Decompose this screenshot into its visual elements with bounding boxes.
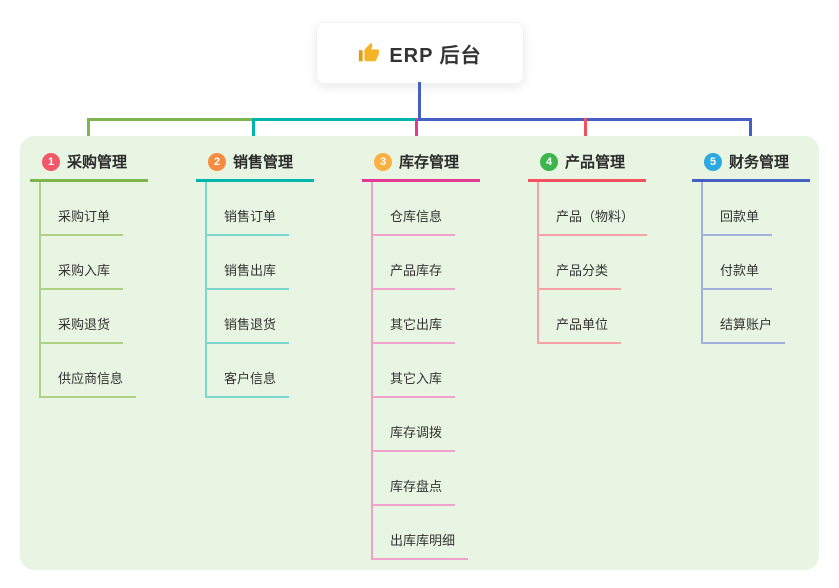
drop-line-product (584, 118, 587, 151)
child-label: 产品库存 (390, 263, 443, 278)
badge-1: 1 (42, 152, 60, 171)
branch-children: 采购订单 采购入库 采购退货 供应商信息 (39, 182, 148, 398)
child-node[interactable]: 库存调拨 (373, 398, 456, 452)
child-label: 采购入库 (58, 263, 111, 278)
child-node[interactable]: 库存盘点 (373, 452, 456, 506)
child-node[interactable]: 产品分类 (539, 236, 622, 290)
child-label: 产品分类 (556, 263, 609, 278)
child-node[interactable]: 采购入库 (41, 236, 124, 290)
branch-product: 4 产品管理 产品（物料） 产品分类 产品单位 (528, 148, 648, 344)
branch-children: 产品（物料） 产品分类 产品单位 (537, 182, 648, 344)
child-label: 产品单位 (556, 317, 609, 332)
child-label: 库存盘点 (390, 479, 443, 494)
badge-5: 5 (704, 152, 722, 171)
child-node[interactable]: 付款单 (703, 236, 773, 290)
branch-title: 销售管理 (233, 154, 294, 171)
drop-line-finance (749, 118, 752, 151)
child-label: 回款单 (720, 209, 760, 224)
branch-node-sales[interactable]: 2 销售管理 (196, 148, 314, 182)
branch-title: 产品管理 (565, 154, 626, 171)
branches-panel (20, 136, 819, 570)
drop-line-purchase (87, 118, 90, 151)
bus-segment-sales (253, 118, 418, 121)
thumbs-up-icon (359, 42, 380, 62)
child-node[interactable]: 产品单位 (539, 290, 622, 344)
branch-node-purchase[interactable]: 1 采购管理 (30, 148, 148, 182)
branch-title: 库存管理 (399, 154, 460, 171)
child-node[interactable]: 销售退货 (207, 290, 290, 344)
child-label: 销售出库 (224, 263, 277, 278)
child-label: 其它入库 (390, 371, 443, 386)
child-node[interactable]: 回款单 (703, 182, 773, 236)
branch-children: 销售订单 销售出库 销售退货 客户信息 (205, 182, 314, 398)
branch-title: 财务管理 (729, 154, 790, 171)
drop-line-inventory (415, 118, 418, 151)
child-label: 付款单 (720, 263, 760, 278)
branch-children: 回款单 付款单 结算账户 (701, 182, 810, 344)
child-label: 仓库信息 (390, 209, 443, 224)
branch-inventory: 3 库存管理 仓库信息 产品库存 其它出库 其它入库 库存调拨 库存盘点 出库库… (362, 148, 480, 560)
child-node[interactable]: 产品库存 (373, 236, 456, 290)
branch-children: 仓库信息 产品库存 其它出库 其它入库 库存调拨 库存盘点 出库库明细 (371, 182, 480, 560)
badge-4: 4 (540, 152, 558, 171)
child-label: 销售退货 (224, 317, 277, 332)
child-label: 结算账户 (720, 317, 773, 332)
child-node[interactable]: 结算账户 (703, 290, 786, 344)
child-label: 销售订单 (224, 209, 277, 224)
child-label: 产品（物料） (556, 209, 635, 224)
branch-node-finance[interactable]: 5 财务管理 (692, 148, 810, 182)
child-node[interactable]: 采购退货 (41, 290, 124, 344)
child-node[interactable]: 出库库明细 (373, 506, 469, 560)
child-node[interactable]: 供应商信息 (41, 344, 137, 398)
branch-finance: 5 财务管理 回款单 付款单 结算账户 (692, 148, 810, 344)
root-connector-line (418, 82, 421, 121)
child-node[interactable]: 产品（物料） (539, 182, 648, 236)
child-node[interactable]: 其它入库 (373, 344, 456, 398)
branch-sales: 2 销售管理 销售订单 销售出库 销售退货 客户信息 (196, 148, 314, 398)
child-node[interactable]: 销售出库 (207, 236, 290, 290)
root-title: ERP 后台 (389, 44, 482, 67)
child-label: 采购订单 (58, 209, 111, 224)
child-node[interactable]: 销售订单 (207, 182, 290, 236)
child-label: 库存调拨 (390, 425, 443, 440)
badge-3: 3 (374, 152, 392, 171)
child-label: 出库库明细 (390, 533, 456, 548)
child-node[interactable]: 采购订单 (41, 182, 124, 236)
root-node-erp[interactable]: ERP 后台 (316, 22, 524, 84)
branch-node-inventory[interactable]: 3 库存管理 (362, 148, 480, 182)
drop-line-sales (252, 118, 255, 151)
branch-node-product[interactable]: 4 产品管理 (528, 148, 646, 182)
badge-2: 2 (208, 152, 226, 171)
child-label: 采购退货 (58, 317, 111, 332)
child-node[interactable]: 其它出库 (373, 290, 456, 344)
child-label: 其它出库 (390, 317, 443, 332)
child-label: 供应商信息 (58, 371, 124, 386)
bus-segment-purchase (87, 118, 253, 121)
branch-purchase: 1 采购管理 采购订单 采购入库 采购退货 供应商信息 (30, 148, 148, 398)
child-node[interactable]: 客户信息 (207, 344, 290, 398)
child-label: 客户信息 (224, 371, 277, 386)
branch-title: 采购管理 (67, 154, 128, 171)
child-node[interactable]: 仓库信息 (373, 182, 456, 236)
